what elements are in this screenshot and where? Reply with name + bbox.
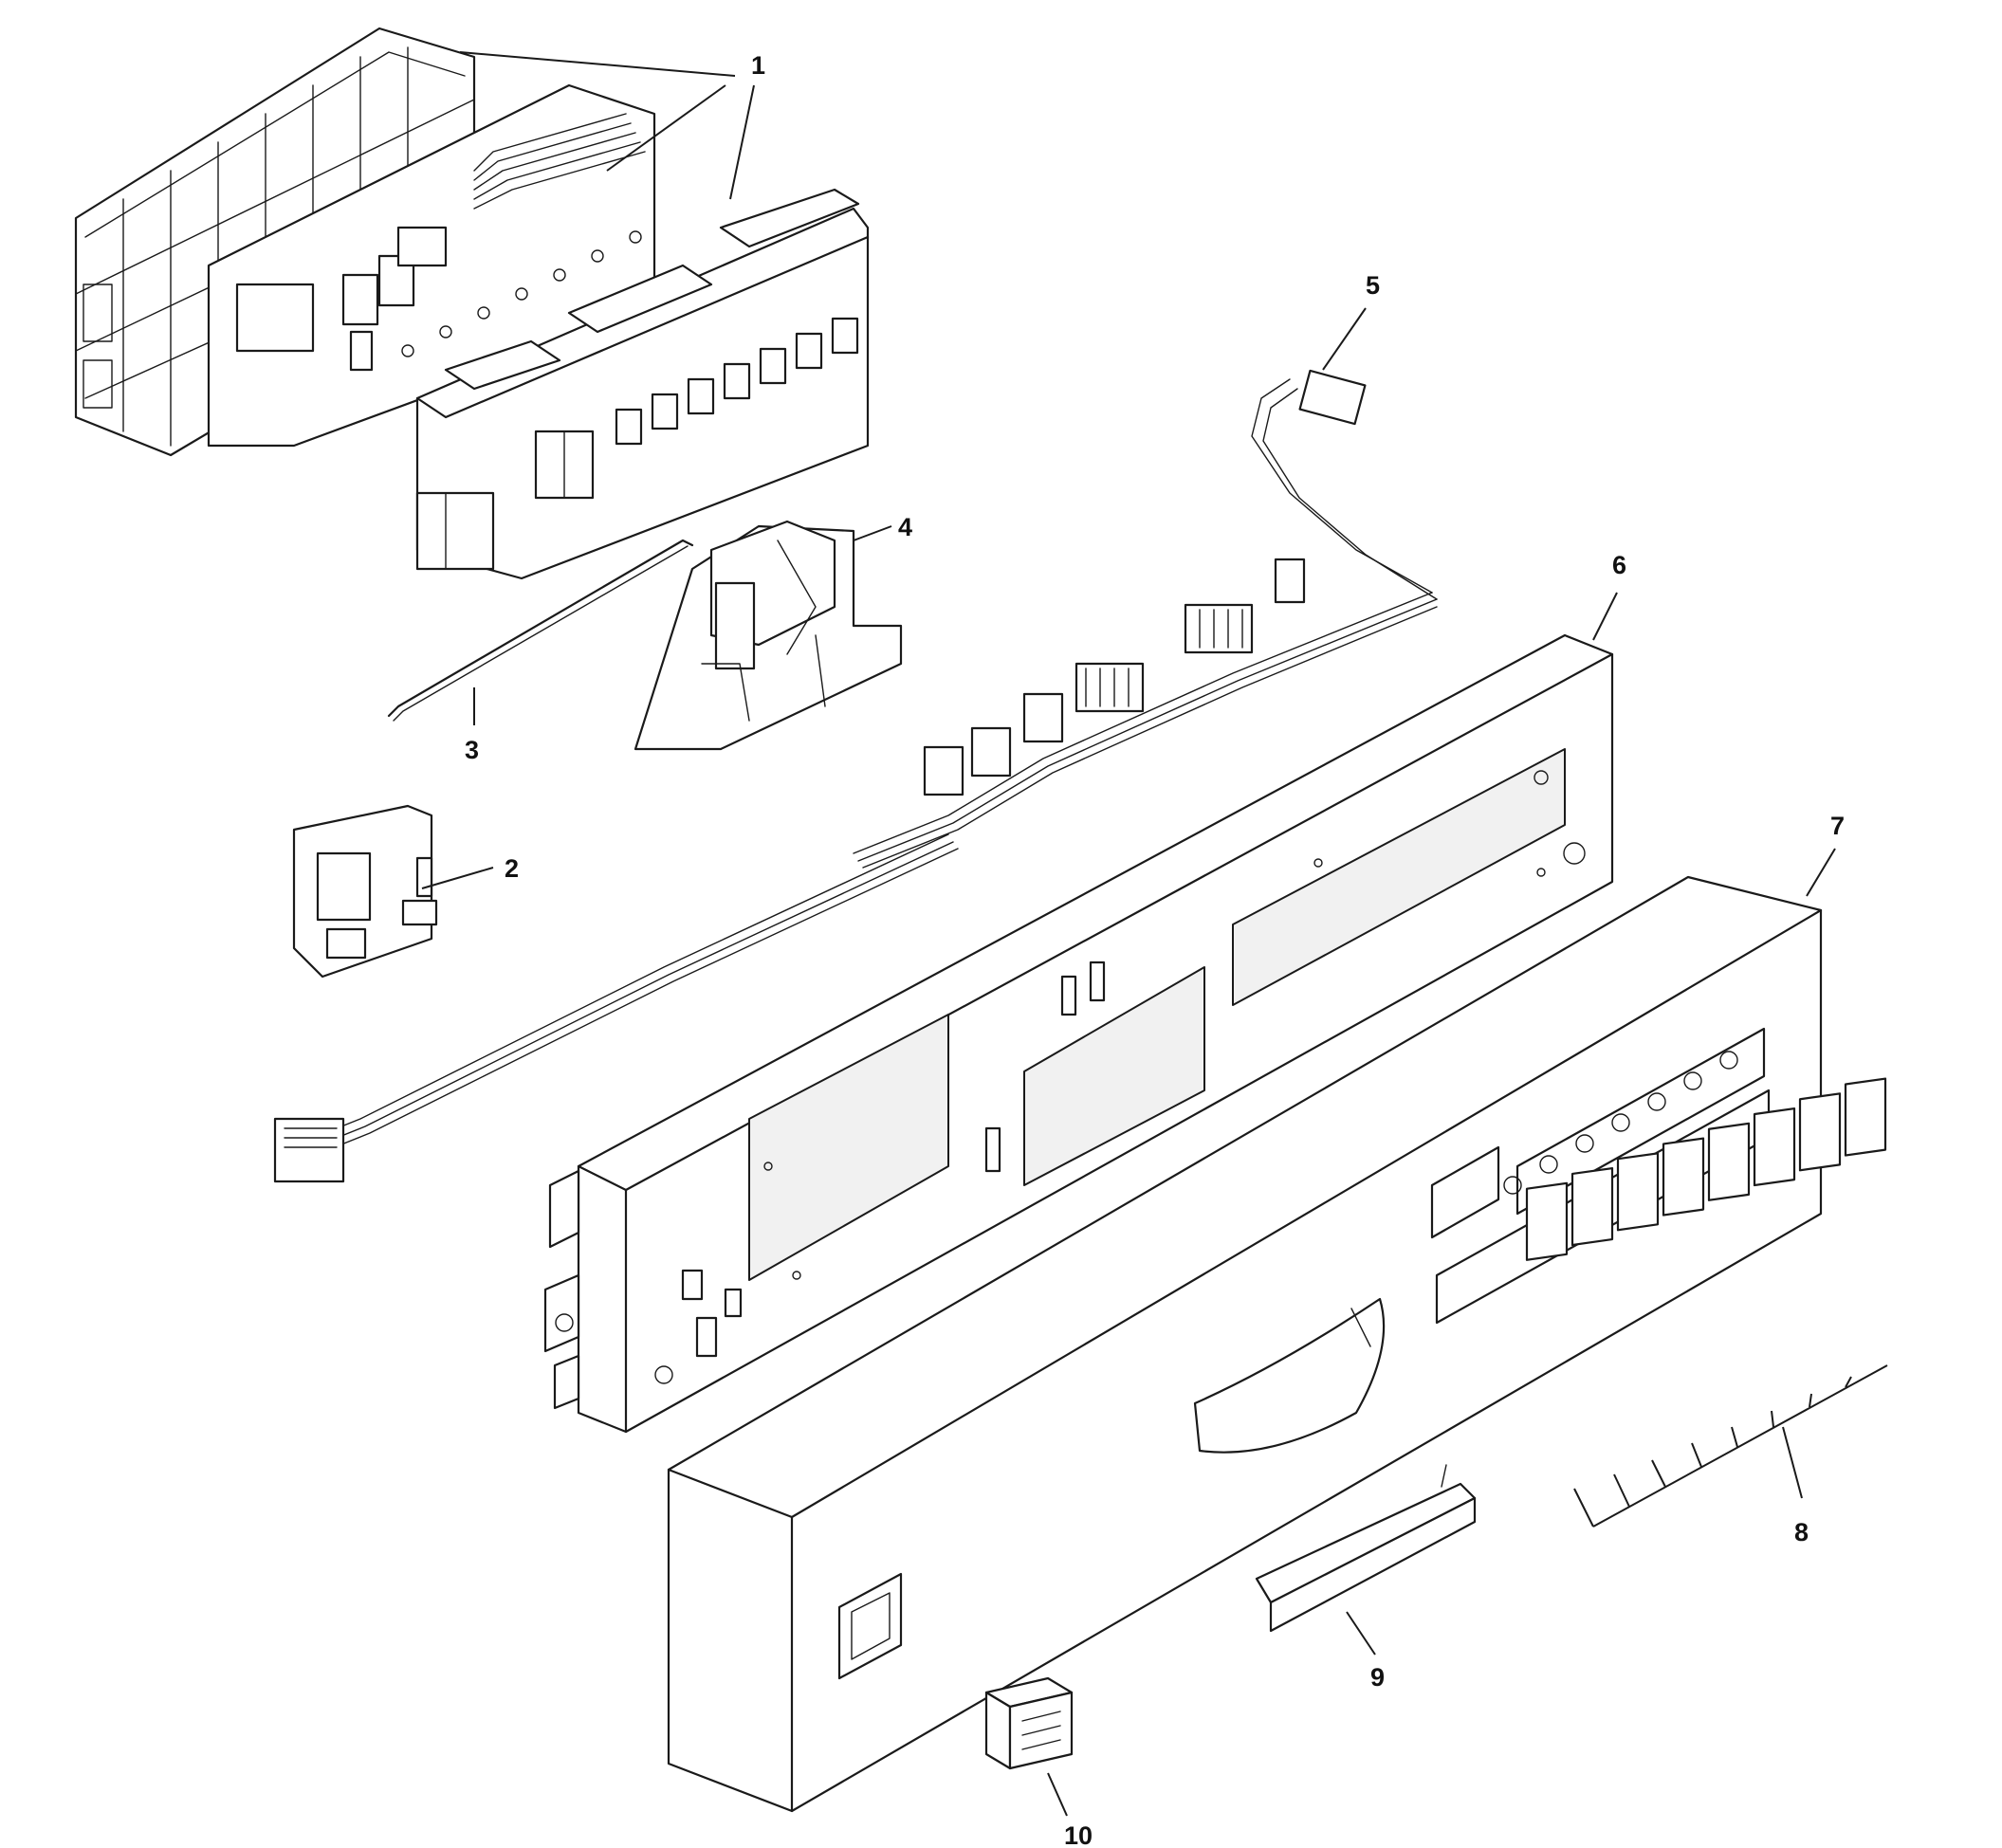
callout-labels: 1 2 3 4 5 6 7 8 9 10 (465, 51, 1845, 1848)
leader-lines (421, 51, 1836, 1817)
circuit-board (207, 83, 656, 448)
part-6-panel-frame (543, 633, 1614, 1434)
part-7-fascia-panel (667, 875, 1823, 1813)
front-switch-module (415, 188, 870, 580)
callout-2: 2 (505, 854, 519, 883)
callout-4: 4 (898, 513, 912, 541)
part-1-control-module (74, 27, 870, 580)
part-9-trim-strip (1255, 1464, 1477, 1633)
part-5-wire-harness (273, 369, 1438, 1183)
callout-9: 9 (1370, 1663, 1385, 1692)
callout-7: 7 (1830, 812, 1845, 840)
callout-6: 6 (1612, 551, 1626, 579)
part-8-push-buttons (1525, 1077, 1888, 1528)
callout-8: 8 (1794, 1518, 1809, 1546)
part-10-cap (984, 1676, 1074, 1770)
part-2-switch (292, 804, 438, 979)
callout-1: 1 (751, 51, 765, 80)
part-3-wire-rod (387, 539, 694, 722)
callout-3: 3 (465, 736, 479, 764)
callout-5: 5 (1366, 271, 1380, 300)
part-4-bracket (634, 520, 903, 751)
callout-10: 10 (1064, 1821, 1093, 1848)
